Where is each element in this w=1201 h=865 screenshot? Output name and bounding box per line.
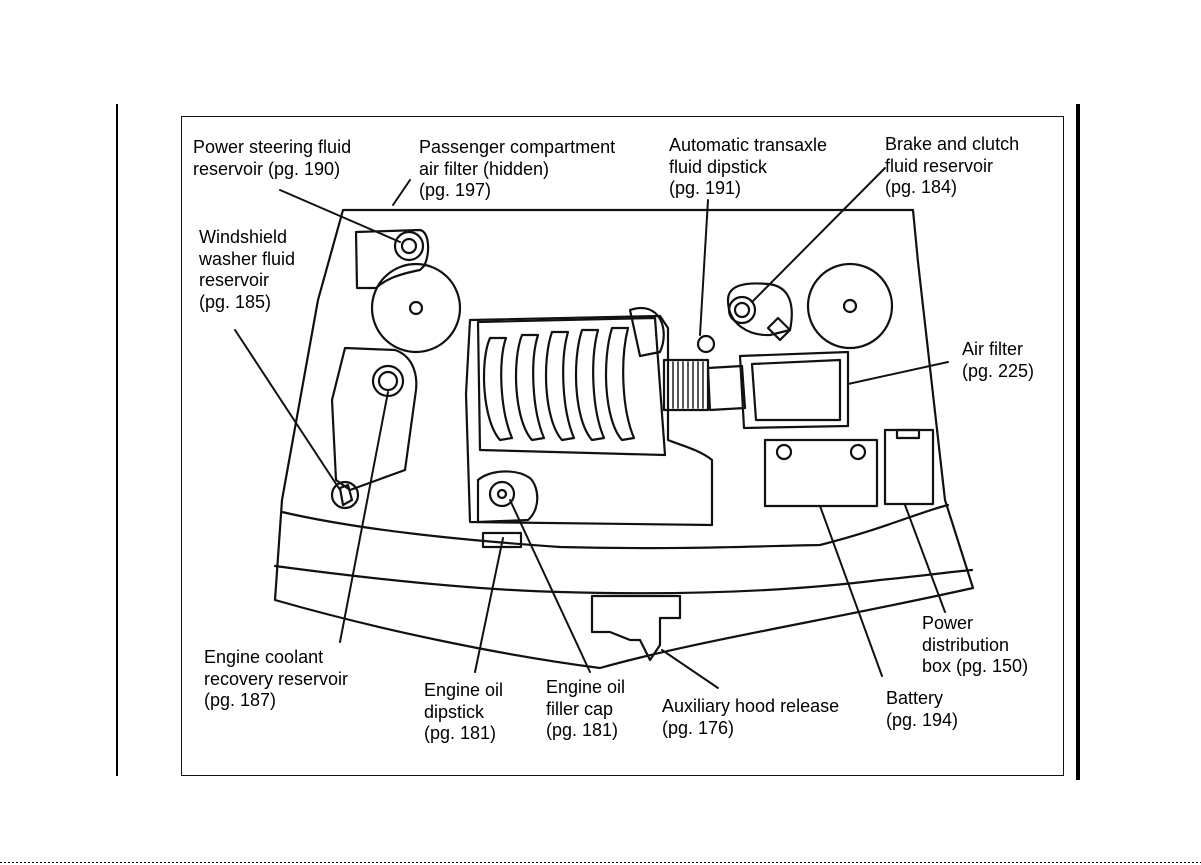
engine-block <box>464 314 714 527</box>
power-distribution-tab <box>895 428 921 440</box>
left-strut-hole <box>408 300 424 316</box>
intake-runner-3 <box>544 330 576 442</box>
oil-filler-housing <box>476 470 539 524</box>
battery-terminal-left <box>775 443 793 461</box>
intake-runner-5 <box>604 326 636 442</box>
oil-filler-center <box>496 488 508 500</box>
right-strut-tower <box>806 262 894 350</box>
air-filter-housing <box>738 350 850 430</box>
intake-runner-2 <box>514 333 546 442</box>
brake-connector <box>766 316 792 342</box>
label-air-filter: Air filter(pg. 225) <box>962 339 1035 381</box>
battery-box <box>763 438 879 508</box>
air-filter-inner <box>750 358 842 422</box>
compartment-outline <box>273 208 975 670</box>
power-steering-cap-inner <box>400 237 418 255</box>
intake-runner-1 <box>482 336 514 442</box>
bellows-ribs <box>667 361 704 409</box>
brake-cap-outer <box>727 295 757 325</box>
intake-plenum <box>628 307 665 358</box>
oil-filler-cap <box>488 480 516 508</box>
engine-head <box>476 316 667 457</box>
figure-frame <box>181 116 1064 776</box>
intake-runner-4 <box>574 328 606 442</box>
right-strut-hole <box>842 298 858 314</box>
left-strut-tower <box>370 262 462 354</box>
right-page-rule <box>1076 104 1080 780</box>
coolant-cap-inner <box>377 370 399 392</box>
front-panel-upper-line <box>280 503 950 550</box>
left-page-rule <box>116 104 118 776</box>
intake-bellows <box>662 358 710 412</box>
battery-terminal-right <box>849 443 867 461</box>
leader-lines <box>234 167 949 689</box>
intake-duct <box>706 364 747 412</box>
hood-release-body <box>590 594 682 662</box>
washer-cap-outer <box>330 480 360 510</box>
power-steering-cap-outer <box>393 230 425 262</box>
brake-reservoir <box>726 282 793 337</box>
brake-cap-inner <box>733 301 751 319</box>
transaxle-dipstick-ring <box>696 334 716 354</box>
bottom-dotted-rule <box>0 862 1201 863</box>
power-distribution-box <box>883 428 935 506</box>
label-auxiliary-hood-release: Auxiliary hood release(pg. 176) <box>662 696 840 738</box>
front-panel-lower-line <box>273 564 974 595</box>
label-battery: Battery(pg. 194) <box>886 688 959 730</box>
washer-cap-notch <box>338 483 354 507</box>
